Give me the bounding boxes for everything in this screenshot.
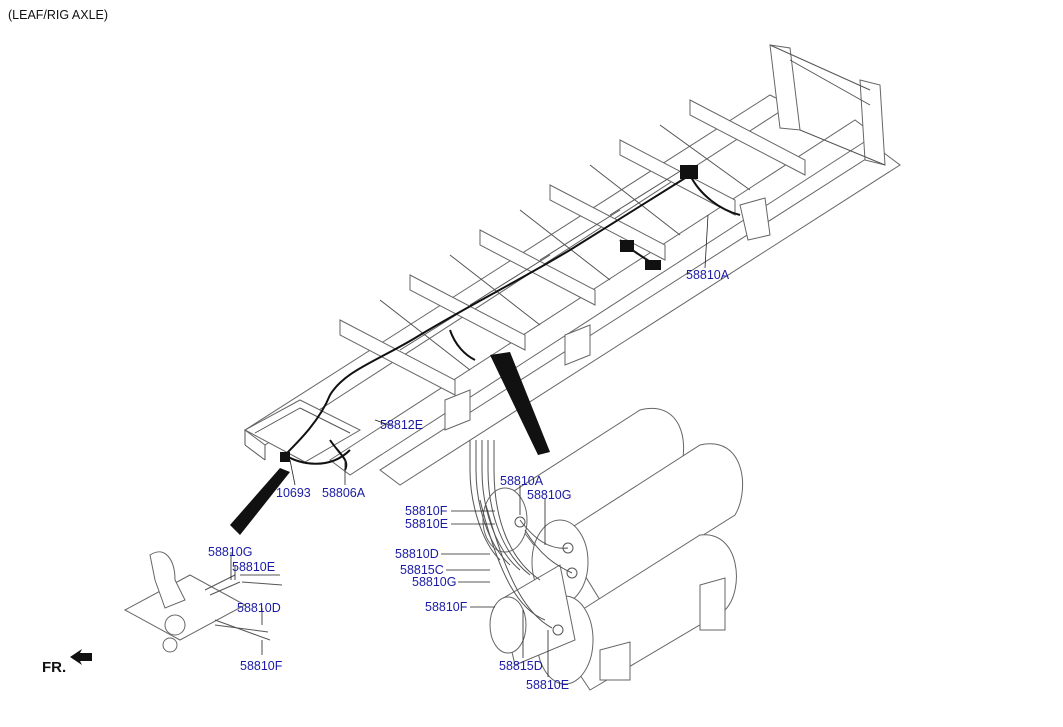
arrow-icon [70, 649, 92, 665]
wiring-harness [280, 165, 741, 471]
part-label-58810E-right-top[interactable]: 58810E [405, 517, 448, 531]
brake-valve-detail [123, 551, 283, 653]
air-tanks [469, 407, 744, 691]
part-label-58810G-left[interactable]: 58810G [208, 545, 252, 559]
part-label-58810F-right-bottom[interactable]: 58810F [425, 600, 468, 614]
callout-arrow-left [230, 468, 290, 535]
part-label-58810F-right-top[interactable]: 58810F [405, 504, 448, 518]
part-labels: 58810A 58812E 10693 58806A 58810G 58810E… [208, 268, 730, 692]
part-label-58810E-left[interactable]: 58810E [232, 560, 275, 574]
part-label-58810A[interactable]: 58810A [686, 268, 730, 282]
part-label-58810G-right-mid[interactable]: 58810G [412, 575, 456, 589]
part-label-58810G-right-top[interactable]: 58810G [527, 488, 571, 502]
part-label-58810A-right[interactable]: 58810A [500, 474, 544, 488]
part-label-58815D[interactable]: 58815D [499, 659, 543, 673]
part-label-58806A[interactable]: 58806A [322, 486, 366, 500]
part-label-58810D-left[interactable]: 58810D [237, 601, 281, 615]
part-label-58812E[interactable]: 58812E [380, 418, 423, 432]
part-label-58810D-right[interactable]: 58810D [395, 547, 439, 561]
part-label-10693[interactable]: 10693 [276, 486, 311, 500]
callout-arrow-right [490, 352, 550, 455]
leader-lines [230, 214, 709, 677]
front-label: FR. [42, 659, 66, 676]
part-label-58815C[interactable]: 58815C [400, 563, 444, 577]
part-label-58810F-left[interactable]: 58810F [240, 659, 283, 673]
diagram-title: (LEAF/RIG AXLE) [8, 8, 108, 22]
chassis-frame [243, 44, 901, 486]
part-label-58810E-right-bottom[interactable]: 58810E [526, 678, 569, 692]
front-direction-indicator: FR. [42, 649, 92, 676]
